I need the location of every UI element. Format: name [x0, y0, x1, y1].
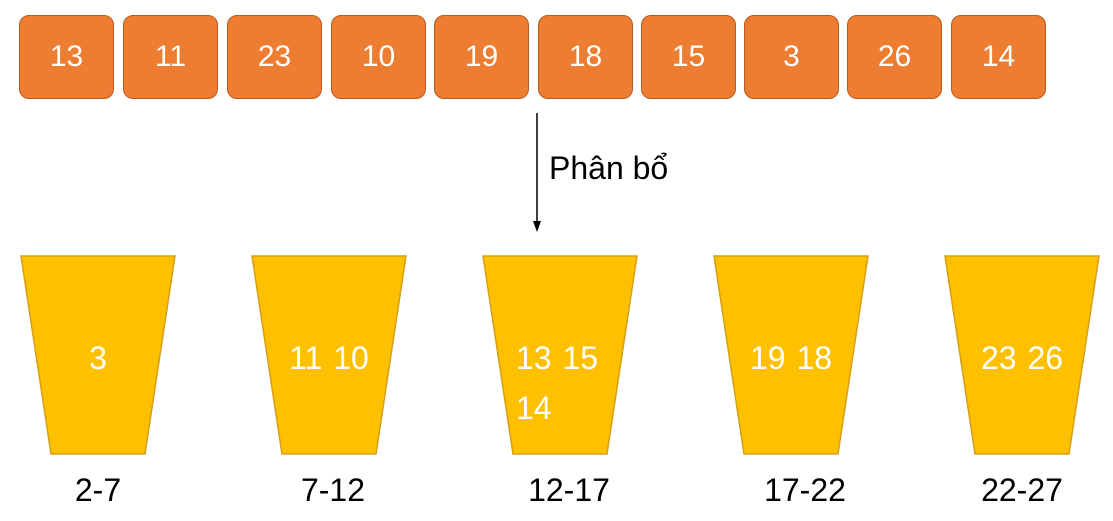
- bucket-range-label: 7-12: [300, 472, 366, 508]
- array-cell: 26: [847, 15, 942, 99]
- bucket-shape: [251, 255, 407, 455]
- bucket-range-label: 2-7: [74, 472, 122, 508]
- array-cell: 18: [538, 15, 633, 99]
- bucket-shape: [713, 255, 869, 455]
- bucket: 3: [20, 255, 176, 455]
- array-cell: 15: [641, 15, 736, 99]
- array-cell: 3: [744, 15, 839, 99]
- bucket-shape: [482, 255, 638, 455]
- array-cell: 13: [19, 15, 114, 99]
- bucket-shape: [20, 255, 176, 455]
- arrow-label: Phân bổ: [549, 150, 669, 186]
- bucket-content: 11 10: [289, 340, 369, 376]
- array-cell: 11: [123, 15, 218, 99]
- bucket-range-label: 12-17: [528, 472, 610, 508]
- array-cell: 10: [331, 15, 426, 99]
- bucket-content: 3: [89, 340, 107, 376]
- bucket-shape: [944, 255, 1100, 455]
- array-cell: 23: [227, 15, 322, 99]
- bucket: 13 15 14: [482, 255, 638, 455]
- bucket: 19 18: [713, 255, 869, 455]
- bucket-content: 23 26: [980, 340, 1064, 376]
- bucket: 11 10: [251, 255, 407, 455]
- bucket-range-label: 22-27: [981, 472, 1063, 508]
- input-array: 13 11 23 10 19 18 15 3 26 14: [0, 0, 1113, 110]
- bucket-range-label: 17-22: [764, 472, 846, 508]
- bucket-content: 13 15 14: [516, 340, 599, 426]
- array-cell: 19: [434, 15, 529, 99]
- array-cell: 14: [951, 15, 1046, 99]
- bucket-content: 19 18: [749, 340, 833, 376]
- bucket: 23 26: [944, 255, 1100, 455]
